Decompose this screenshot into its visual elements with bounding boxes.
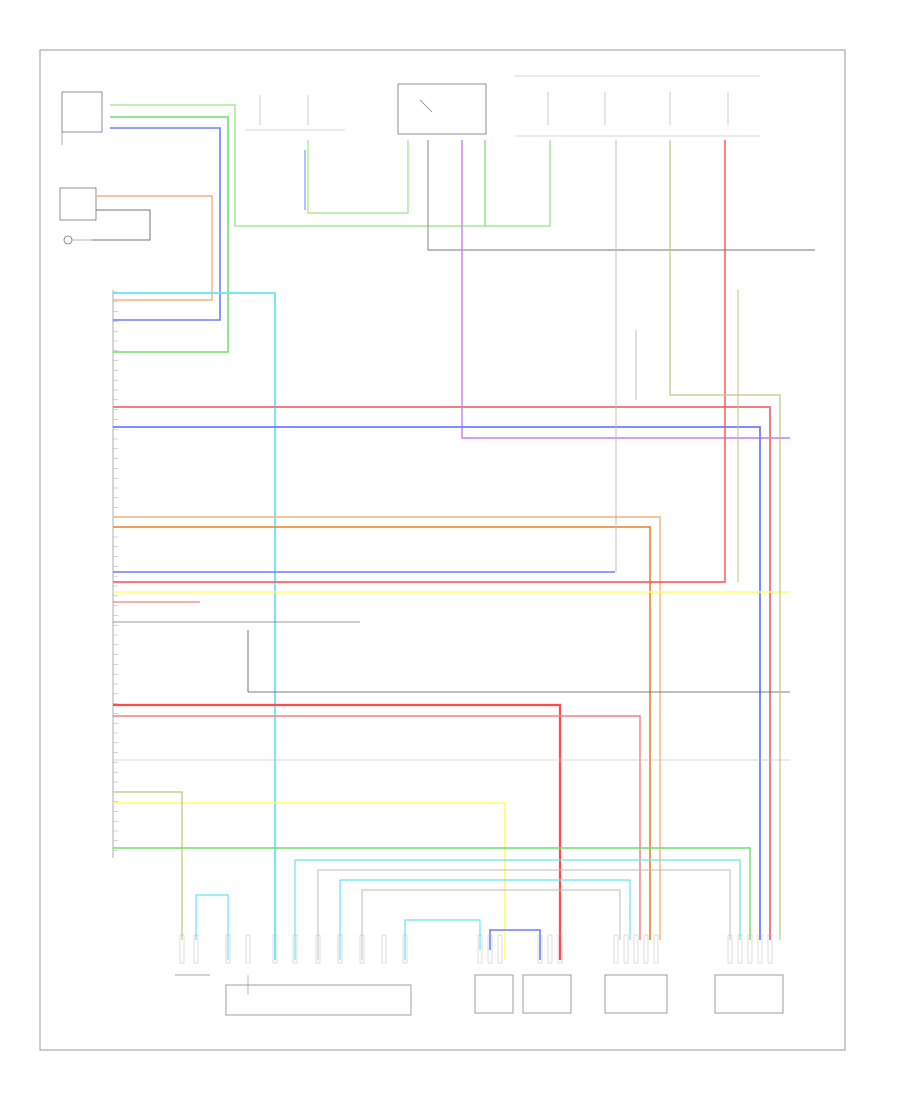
connector-pin-block: [193, 934, 199, 964]
fuse-block-right: [515, 75, 760, 137]
connector-pin-block: [747, 934, 753, 964]
fuse-block-left: [245, 95, 345, 131]
connector-pin-block: [477, 934, 483, 964]
connector-pin-block: [623, 934, 629, 964]
connector-pin-block: [767, 934, 773, 964]
air-mix-actuator-passenger: [604, 974, 668, 1014]
aspirator-sensor: [474, 974, 514, 1014]
connector-pin-block: [557, 934, 563, 964]
front-door-courtesy-switch: [61, 91, 103, 145]
ac-unit-connector: [225, 975, 412, 1016]
connector-pin-block: [643, 934, 649, 964]
wire-harness: [92, 104, 815, 960]
bottom-connector-pins: [179, 934, 773, 964]
diagram-border: [39, 49, 846, 1051]
connector-pin-block: [179, 934, 185, 964]
sunload-sensor: [522, 974, 572, 1014]
connector-pin-block: [737, 934, 743, 964]
power-window-master-switch: [397, 83, 487, 135]
connector-pin-block: [497, 934, 503, 964]
connector-pin-block: [359, 934, 365, 964]
connector-pin-block: [633, 934, 639, 964]
connector-pin-block: [402, 934, 408, 964]
connector-pin-block: [225, 934, 231, 964]
connector-pin-block: [245, 934, 251, 964]
connector-pin-block: [272, 934, 278, 964]
connector-pin-block: [653, 934, 659, 964]
connector-pin-block: [337, 934, 343, 964]
connector-pin-block: [315, 934, 321, 964]
connector-pin-block: [537, 934, 543, 964]
light-sensor: [59, 187, 97, 221]
connector-pin-block: [613, 934, 619, 964]
connector-pin-block: [547, 934, 553, 964]
connector-pin-block: [487, 934, 493, 964]
ground-terminal: [63, 235, 92, 245]
connector-pin-block: [727, 934, 733, 964]
connector-pin-block: [292, 934, 298, 964]
connector-pin-block: [757, 934, 763, 964]
connector-pin-block: [381, 934, 387, 964]
connector-pins: [113, 291, 118, 851]
air-mix-actuator-driver: [714, 974, 784, 1014]
